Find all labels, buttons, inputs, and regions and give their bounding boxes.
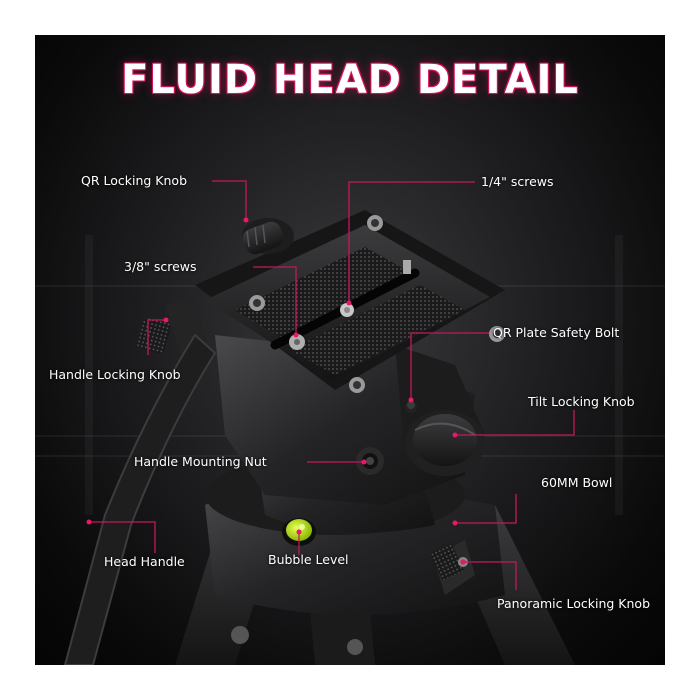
- product-image-panel: FLUID HEAD DETAIL: [35, 35, 665, 665]
- callout-panoramic-locking-knob: Panoramic Locking Knob: [497, 596, 651, 611]
- callout-bowl-60mm: 60MM Bowl: [541, 475, 613, 490]
- fluid-head-illustration: [63, 180, 575, 665]
- qr-knob-icon: [242, 218, 294, 255]
- mounting-nut-icon: [356, 447, 384, 475]
- callout-qr-plate-safety-bolt: QR Plate Safety Bolt: [493, 325, 620, 340]
- callout-dots: [86, 217, 466, 565]
- head-handle-icon: [63, 333, 217, 665]
- callout-qr-locking-knob: QR Locking Knob: [81, 173, 188, 188]
- panoramic-knob-icon: [429, 540, 475, 595]
- page-title: FLUID HEAD DETAIL: [121, 57, 579, 103]
- callout-tilt-locking-knob: Tilt Locking Knob: [528, 394, 635, 409]
- safety-bolt-icon: [405, 401, 417, 413]
- callout-lines: [89, 180, 575, 590]
- tilt-knob-icon: [405, 410, 485, 476]
- callout-bubble-level: Bubble Level: [268, 552, 349, 567]
- background-pillar: [615, 235, 623, 515]
- callout-head-handle: Head Handle: [104, 554, 185, 569]
- callout-quarter-inch-screws: 1/4" screws: [481, 174, 554, 189]
- callout-handle-locking-knob: Handle Locking Knob: [49, 367, 181, 382]
- callout-handle-mounting-nut: Handle Mounting Nut: [134, 454, 267, 469]
- callout-three-eighths-screws: 3/8" screws: [124, 259, 197, 274]
- background-pillar: [85, 235, 93, 515]
